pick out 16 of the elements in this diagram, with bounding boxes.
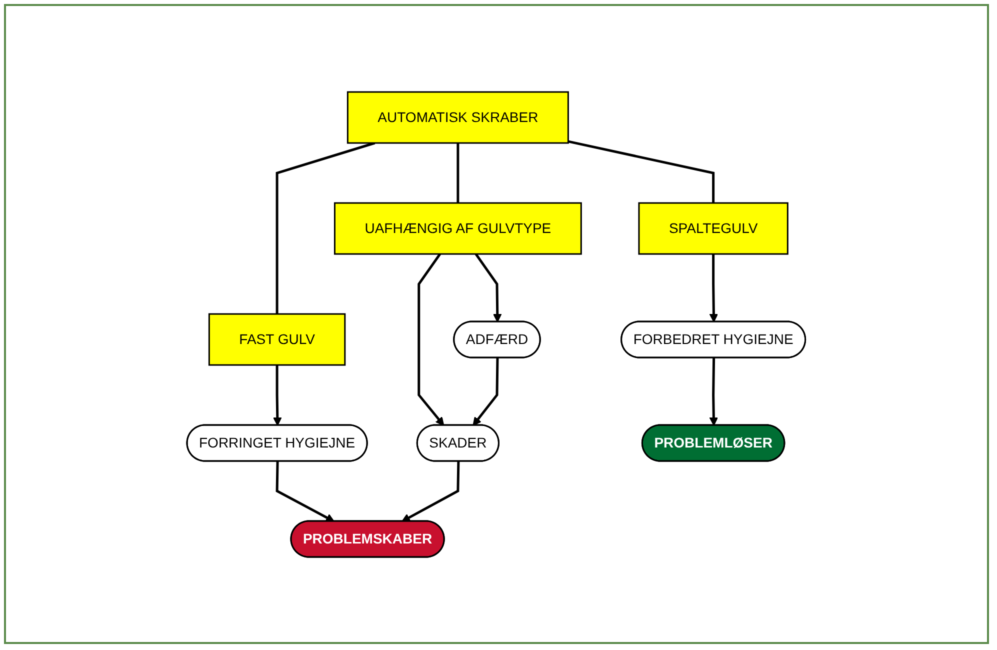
node-box [347, 90, 570, 144]
arrow [402, 460, 460, 522]
arrow [276, 460, 335, 522]
node-box [334, 202, 582, 254]
arrow [710, 254, 718, 322]
arrow [273, 364, 282, 426]
arrow [418, 252, 445, 426]
connector [276, 141, 376, 314]
node-box [208, 312, 346, 366]
connector [457, 142, 460, 202]
arrow [473, 357, 500, 426]
connector [568, 140, 715, 202]
page-border: AUTOMATISK SKRABER SPALTEGULV FAST GULV UAFHÆNGIG AF GULVTYPE FORBEDRET HYGIEJNE FORRINGET HYGIEJNE ADFÆRD SKADER PROBLEMLØSER PROBLEMSKABER [4, 4, 989, 644]
arrow [710, 357, 718, 426]
node-box [638, 202, 789, 254]
arrow [475, 252, 502, 322]
